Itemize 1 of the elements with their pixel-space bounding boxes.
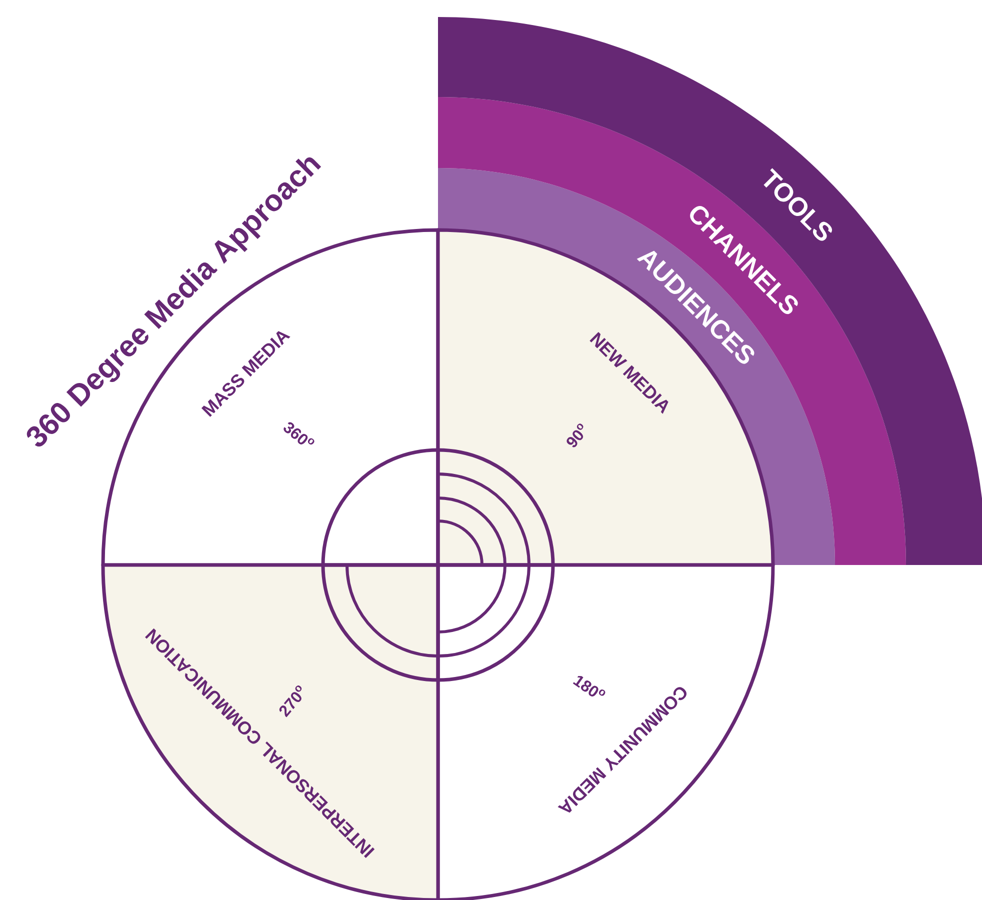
node-label: 180$^{o}$ xyxy=(572,676,606,696)
